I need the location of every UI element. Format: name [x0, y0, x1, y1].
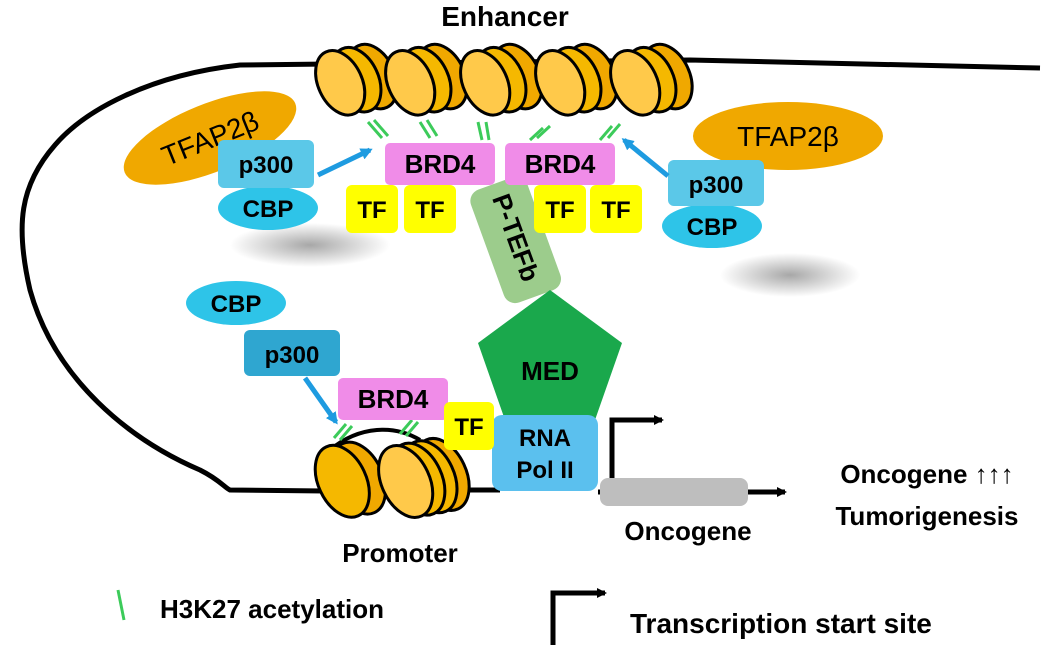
- enhancer-nucleosomes: [314, 42, 694, 117]
- acetylation-marks-enhancer: [366, 119, 622, 142]
- oncogene-label: Oncogene: [624, 516, 751, 546]
- svg-text:TFAP2β: TFAP2β: [737, 121, 839, 152]
- chromatin-fiber: [19, 57, 1041, 494]
- legend: H3K27 acetylation Transcription start si…: [116, 588, 932, 645]
- promoter-label: Promoter: [342, 538, 458, 568]
- enhancer-label: Enhancer: [441, 1, 569, 32]
- legend-acetylation-label: H3K27 acetylation: [160, 594, 384, 624]
- oncogene-up-label: Oncogene ↑↑↑: [840, 459, 1013, 489]
- svg-text:p300: p300: [239, 152, 294, 179]
- nucleosome: [313, 440, 388, 519]
- svg-text:Pol II: Pol II: [516, 457, 573, 484]
- svg-text:TF: TF: [601, 197, 630, 224]
- p300-cbp-right: CBP p300: [662, 160, 764, 248]
- acetylation-arrow-promoter: [302, 376, 339, 425]
- svg-text:p300: p300: [265, 342, 320, 369]
- promoter-loop: [328, 427, 422, 452]
- acetylation-marks-promoter: [332, 419, 420, 441]
- tf-promoter: TF: [444, 402, 494, 450]
- nucleosome: [384, 42, 469, 117]
- tss-arrow: [609, 415, 664, 492]
- tf-enhancer-4: TF: [590, 185, 642, 233]
- shadow-right: [720, 253, 860, 297]
- svg-text:TF: TF: [357, 197, 386, 224]
- svg-text:BRD4: BRD4: [525, 149, 596, 179]
- nucleosome: [609, 42, 694, 117]
- shadow-left: [230, 223, 390, 267]
- nucleosome: [314, 42, 399, 117]
- legend-acetylation-mark: [116, 589, 126, 621]
- oncogene-bar: [600, 478, 748, 506]
- svg-text:MED: MED: [521, 356, 579, 386]
- legend-tss-label: Transcription start site: [630, 608, 932, 639]
- acetylation-arrow-left: [316, 147, 373, 178]
- acetylation-arrow-right: [621, 138, 670, 178]
- svg-text:CBP: CBP: [687, 214, 738, 241]
- legend-tss-icon: [550, 588, 607, 645]
- svg-text:TF: TF: [545, 197, 574, 224]
- tf-enhancer-1: TF: [346, 185, 398, 233]
- tfap2b-right: TFAP2β: [693, 102, 883, 170]
- mediator: MED: [478, 290, 622, 420]
- nucleosome: [459, 42, 544, 117]
- svg-text:p300: p300: [689, 172, 744, 199]
- brd4-enhancer-1: BRD4: [385, 143, 495, 185]
- nucleosome: [377, 437, 471, 519]
- tumorigenesis-label: Tumorigenesis: [835, 501, 1018, 531]
- nucleosome: [534, 42, 619, 117]
- tf-enhancer-2: TF: [404, 185, 456, 233]
- promoter-nucleosomes: [313, 437, 471, 519]
- tf-enhancer-3: TF: [534, 185, 586, 233]
- rna-pol-ii: RNA Pol II: [492, 415, 598, 491]
- brd4-promoter: BRD4: [338, 378, 448, 420]
- svg-text:TF: TF: [454, 414, 483, 441]
- svg-text:TF: TF: [415, 197, 444, 224]
- svg-text:RNA: RNA: [519, 425, 571, 452]
- svg-text:CBP: CBP: [243, 196, 294, 223]
- p300-cbp-left: CBP p300: [218, 140, 318, 230]
- svg-text:BRD4: BRD4: [405, 149, 476, 179]
- svg-text:BRD4: BRD4: [358, 384, 429, 414]
- p300-cbp-promoter: CBP p300: [186, 281, 340, 376]
- svg-text:CBP: CBP: [211, 291, 262, 318]
- brd4-enhancer-2: BRD4: [505, 143, 615, 185]
